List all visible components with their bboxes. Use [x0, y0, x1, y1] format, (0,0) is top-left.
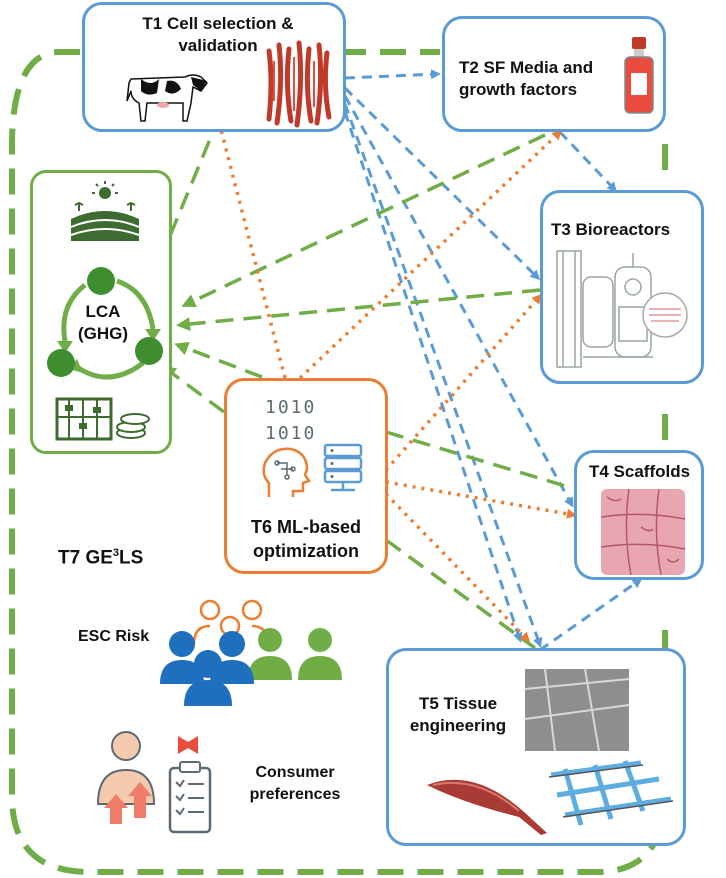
arrow-t6-t2 [298, 129, 563, 380]
arrow-t6-t5o [384, 492, 531, 643]
server-icon [323, 443, 363, 492]
t6-box: 1010 1010 T6 ML-based optimization [224, 378, 388, 574]
t3-box: T3 Bioreactors [540, 190, 704, 384]
cow-icon [126, 74, 208, 122]
t7-label-tail: LS [119, 547, 144, 569]
arrow-t6-t3 [384, 293, 542, 472]
scaffold-icon [600, 488, 686, 576]
arrow-t6-t4 [385, 430, 573, 490]
t7-label: T7 GE3LS [58, 542, 143, 569]
t3-label: T3 Bioreactors [551, 220, 671, 239]
arrow-t1-t2 [344, 69, 441, 80]
t2-box: T2 SF Media and growth factors [442, 16, 666, 132]
t4-box: T4 Scaffolds [574, 450, 704, 580]
arrow-t1-t3 [343, 86, 541, 281]
esc-risk-label: ESC Risk [78, 628, 150, 645]
t5-box: T5 Tissue engineering [386, 648, 686, 846]
t7-label-main: T7 GE [58, 547, 113, 569]
t1-label: T1 Cell selection & validation [142, 14, 294, 55]
arrow-t3-lca [176, 288, 541, 331]
lca-label: LCA (GHG) [77, 302, 129, 343]
ai-head-icon [262, 447, 311, 497]
muscle-cells-icon [266, 40, 332, 128]
arrow-t6-lca-a [174, 342, 263, 379]
arrow-t6-t5 [384, 538, 537, 650]
t4-label: T4 Scaffolds [589, 462, 691, 481]
arrow-t6-t4o [385, 480, 577, 519]
farm-field-icon [70, 181, 140, 241]
arrow-t1-t4 [343, 95, 574, 508]
arrow-t1-t5a [343, 103, 543, 648]
lca-box: LCA (GHG) [30, 170, 172, 454]
t6-label: T6 ML-based optimization [250, 517, 361, 561]
people-group-icon [160, 599, 342, 706]
arrow-t1-t5b [343, 111, 523, 643]
t5-label: T5 Tissue engineering [409, 694, 507, 735]
t2-label: T2 SF Media and growth factors [459, 58, 594, 99]
bioreactor-icon [556, 250, 688, 368]
arrow-t5-t4 [539, 578, 643, 652]
media-bottle-icon [624, 37, 654, 114]
arrow-t6-lca-b [161, 365, 226, 414]
arrow-t2-t3 [558, 130, 618, 193]
t7-label-sup: 3 [112, 547, 120, 559]
tissue-texture-icon [524, 668, 630, 752]
arrow-t2-lca [181, 133, 546, 308]
t1-box: T1 Cell selection & validation [82, 2, 346, 132]
binary-text-2: 1010 [265, 423, 317, 444]
muscle-icon [427, 779, 547, 835]
arrow-t6-t1 [214, 115, 287, 379]
binary-text-1: 1010 [265, 397, 317, 418]
cycle-icon [47, 267, 163, 380]
consumer-label: Consumer preferences [249, 764, 341, 803]
mesh-scaffold-icon [548, 760, 674, 826]
consumer-icon [96, 731, 212, 834]
abacus-coins-icon [55, 397, 150, 441]
